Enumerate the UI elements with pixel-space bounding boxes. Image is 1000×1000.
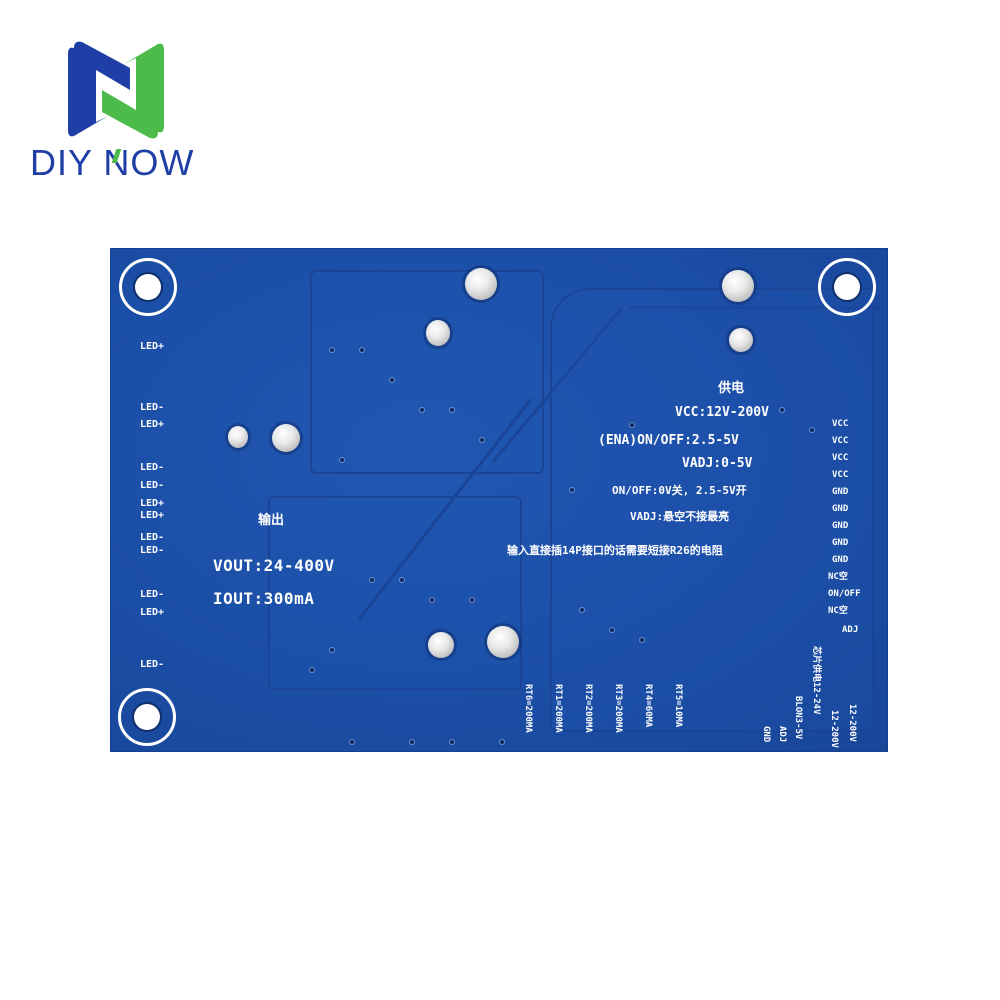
power-title: 供电 bbox=[718, 381, 745, 396]
pin-label: NC空 bbox=[828, 572, 848, 582]
pin-label: VCC bbox=[832, 436, 849, 446]
via bbox=[430, 598, 434, 602]
power-r26-note: 输入直接插14P接口的话需要短接R26的电阻 bbox=[507, 544, 723, 557]
copper-zone-left-bottom bbox=[268, 496, 522, 690]
rt-label: RT1=200MA bbox=[553, 684, 563, 733]
via bbox=[810, 428, 814, 432]
pin-label: VCC bbox=[832, 470, 849, 480]
mounting-hole-bottom-left bbox=[118, 688, 176, 746]
via bbox=[410, 740, 414, 744]
solder-pad bbox=[228, 426, 248, 448]
via bbox=[640, 638, 644, 642]
via bbox=[480, 438, 484, 442]
pin-label: ON/OFF bbox=[828, 589, 861, 599]
mounting-hole-top-left bbox=[119, 258, 177, 316]
mounting-hole-top-right bbox=[818, 258, 876, 316]
power-onoff-note: ON/OFF:0V关, 2.5-5V开 bbox=[612, 484, 747, 497]
pin-label: GND bbox=[832, 504, 849, 514]
pin-label: VCC bbox=[832, 453, 849, 463]
pcb-board: LED+ LED- LED+ LED- LED- LED+ LED+ LED- … bbox=[110, 248, 888, 752]
power-vadj: VADJ:0-5V bbox=[682, 456, 753, 471]
brand-logo: DIY NOW bbox=[30, 30, 200, 190]
solder-pad bbox=[428, 632, 454, 658]
pin-label: VCC bbox=[832, 419, 849, 429]
solder-pad bbox=[465, 268, 497, 300]
rt-label: RT6=200MA bbox=[523, 684, 533, 733]
copper-zone-left-top bbox=[310, 270, 544, 474]
via bbox=[360, 348, 364, 352]
via bbox=[330, 648, 334, 652]
via bbox=[500, 740, 504, 744]
pin-label: GND bbox=[832, 538, 849, 548]
led-label: LED- bbox=[140, 480, 165, 491]
via bbox=[370, 578, 374, 582]
led-label: LED+ bbox=[140, 419, 165, 430]
via bbox=[400, 578, 404, 582]
via bbox=[330, 348, 334, 352]
brand-name-prefix: DIY bbox=[30, 142, 104, 183]
led-label: LED- bbox=[140, 532, 165, 543]
power-vcc: VCC:12V-200V bbox=[675, 405, 769, 420]
bottom-pin-label: 芯片供电12-24V bbox=[811, 646, 821, 715]
via bbox=[450, 740, 454, 744]
rt-label: RT4=60MA bbox=[643, 684, 653, 728]
via bbox=[780, 408, 784, 412]
brand-name: DIY NOW bbox=[30, 142, 194, 184]
output-title: 输出 bbox=[258, 513, 285, 528]
led-label: LED- bbox=[140, 589, 165, 600]
output-iout: IOUT:300mA bbox=[213, 589, 315, 608]
rt-label: RT5=10MA bbox=[673, 684, 683, 728]
bottom-pin-label: ADJ bbox=[777, 726, 787, 743]
rt-label: RT3=200MA bbox=[613, 684, 623, 733]
via bbox=[310, 668, 314, 672]
trace-horizontal bbox=[630, 306, 880, 309]
power-ena: (ENA)ON/OFF:2.5-5V bbox=[598, 433, 739, 448]
via bbox=[580, 608, 584, 612]
via bbox=[630, 423, 634, 427]
bottom-pin-label: BLON3-5V bbox=[793, 696, 803, 740]
via bbox=[470, 598, 474, 602]
solder-pad bbox=[722, 270, 754, 302]
solder-pad bbox=[426, 320, 450, 346]
led-label: LED+ bbox=[140, 607, 165, 618]
pin-label: ADJ bbox=[842, 625, 859, 635]
via bbox=[350, 740, 354, 744]
brand-name-n: N bbox=[103, 142, 131, 183]
via bbox=[610, 628, 614, 632]
bottom-pin-label: GND bbox=[761, 726, 771, 743]
led-label: LED- bbox=[140, 402, 165, 413]
copper-zone-right bbox=[550, 288, 874, 732]
led-label: LED- bbox=[140, 659, 165, 670]
pin-label: GND bbox=[832, 555, 849, 565]
led-label: LED+ bbox=[140, 498, 165, 509]
via bbox=[420, 408, 424, 412]
bottom-pin-label: 12-200V bbox=[829, 710, 839, 748]
pin-label: GND bbox=[832, 521, 849, 531]
solder-pad bbox=[487, 626, 519, 658]
rt-label: RT2=200MA bbox=[583, 684, 593, 733]
via bbox=[570, 488, 574, 492]
output-vout: VOUT:24-400V bbox=[213, 556, 335, 575]
led-label: LED+ bbox=[140, 510, 165, 521]
bottom-pin-label: 12-200V bbox=[847, 704, 857, 742]
via bbox=[450, 408, 454, 412]
led-label: LED- bbox=[140, 462, 165, 473]
led-label: LED+ bbox=[140, 341, 165, 352]
via bbox=[390, 378, 394, 382]
led-label: LED- bbox=[140, 545, 165, 556]
pin-label: GND bbox=[832, 487, 849, 497]
brand-name-suffix: OW bbox=[130, 142, 195, 183]
pin-label: NC空 bbox=[828, 606, 848, 616]
power-vadj-note: VADJ:悬空不接最亮 bbox=[630, 510, 730, 523]
solder-pad bbox=[272, 424, 300, 452]
solder-pad bbox=[729, 328, 753, 352]
via bbox=[340, 458, 344, 462]
diy-now-logo-icon bbox=[68, 41, 164, 139]
